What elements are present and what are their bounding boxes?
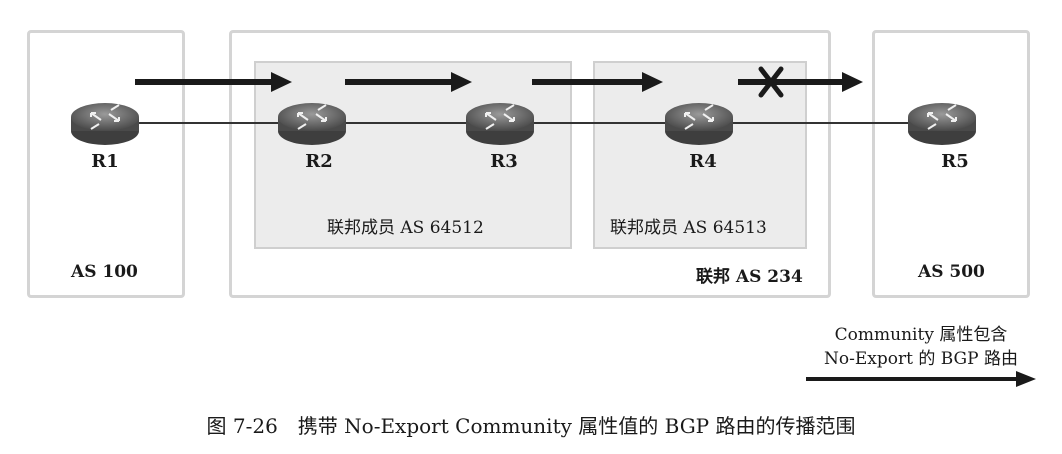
blocked-x-icon [758,66,784,98]
arrow-r4-r5-blocked [738,72,863,92]
figure-caption: 图 7-26 携带 No-Export Community 属性值的 BGP 路… [206,414,856,438]
propagation-arrows [135,72,863,92]
legend-arrow [806,371,1036,387]
legend-line2: No-Export 的 BGP 路由 [824,349,1018,369]
arrow-r2-r3 [345,72,472,92]
router-r2-label: R2 [305,151,333,172]
member-as64512-box [254,61,572,249]
member-as64512-label: 联邦成员 AS 64512 [327,218,484,238]
router-r4-label: R4 [689,151,717,172]
as500-box [872,30,1030,298]
legend-line1: Community 属性包含 [834,325,1008,345]
router-r5-label: R5 [941,151,969,172]
arrow-r3-r4 [532,72,663,92]
arrow-r1-r2 [135,72,292,92]
router-r1-label: R1 [91,151,119,172]
router-r4-icon [665,103,733,145]
router-r5-icon [908,103,976,145]
member-as64513-box [593,61,807,249]
as100-label: AS 100 [71,262,138,282]
router-r1-icon [71,103,139,145]
as500-label: AS 500 [918,262,985,282]
as100-box [27,30,185,298]
router-r3-icon [466,103,534,145]
router-r3-label: R3 [490,151,518,172]
member-as64513-label: 联邦成员 AS 64513 [610,218,767,238]
confed-label: 联邦 AS 234 [696,267,803,287]
router-r2-icon [278,103,346,145]
